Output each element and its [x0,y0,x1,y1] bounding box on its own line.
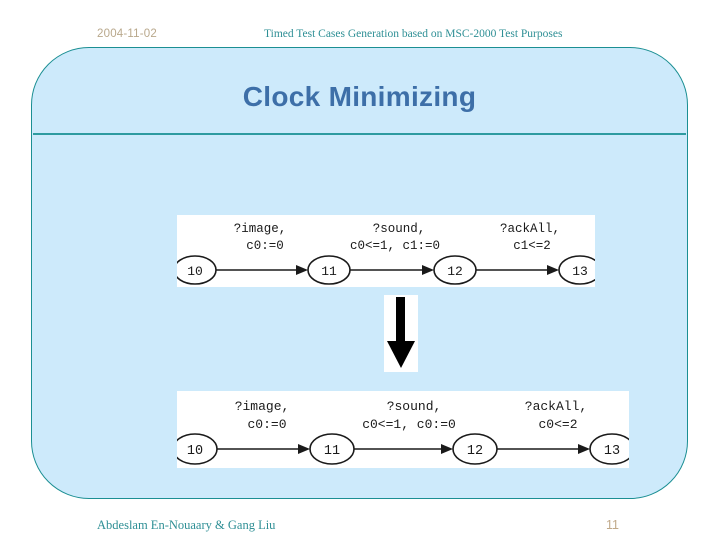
state-label: 12 [467,444,483,459]
page-title: Clock Minimizing [242,81,477,112]
transition-constraint: c0<=1, c0:=0 [362,417,456,432]
header-running-title: Timed Test Cases Generation based on MSC… [264,28,563,40]
arrow-heads [296,265,559,275]
transition-constraint: c1<=2 [513,239,551,253]
state-label: 13 [572,264,588,279]
transition-event: ?image, [234,222,287,236]
transition-event: ?image, [235,399,290,414]
state-label: 11 [324,444,340,459]
transition-event: ?sound, [373,222,426,236]
transition-constraint: c0:=0 [247,417,286,432]
slide-header: 2004-11-02 Timed Test Cases Generation b… [0,0,720,46]
transition-constraint: c0<=2 [538,417,577,432]
slide-content-panel: Clock Minimizing 10 11 [31,47,688,499]
footer-authors: Abdeslam En-Nouaary & Gang Liu [97,518,276,532]
transition-event: ?sound, [387,399,442,414]
state-label: 12 [447,264,463,279]
state-label: 10 [187,444,203,459]
header-date: 2004-11-02 [97,28,157,40]
state-label: 11 [321,264,337,279]
automaton-figure-before: 10 11 12 13 ?image, c0:=0 ?sound, c0<=1,… [177,215,595,287]
transform-down-arrow [384,295,418,372]
arrow-heads [298,444,590,454]
title-divider [33,133,686,135]
transition-constraint: c0:=0 [246,239,284,253]
transition-event: ?ackAll, [525,399,587,414]
state-label: 10 [187,264,203,279]
state-label: 13 [604,444,620,459]
automaton-figure-after: 10 11 12 13 ?image, c0:=0 ?sound, c0<=1,… [177,391,629,468]
transition-event: ?ackAll, [500,222,560,236]
transition-constraint: c0<=1, c1:=0 [350,239,440,253]
footer-page-number: 11 [606,518,619,532]
